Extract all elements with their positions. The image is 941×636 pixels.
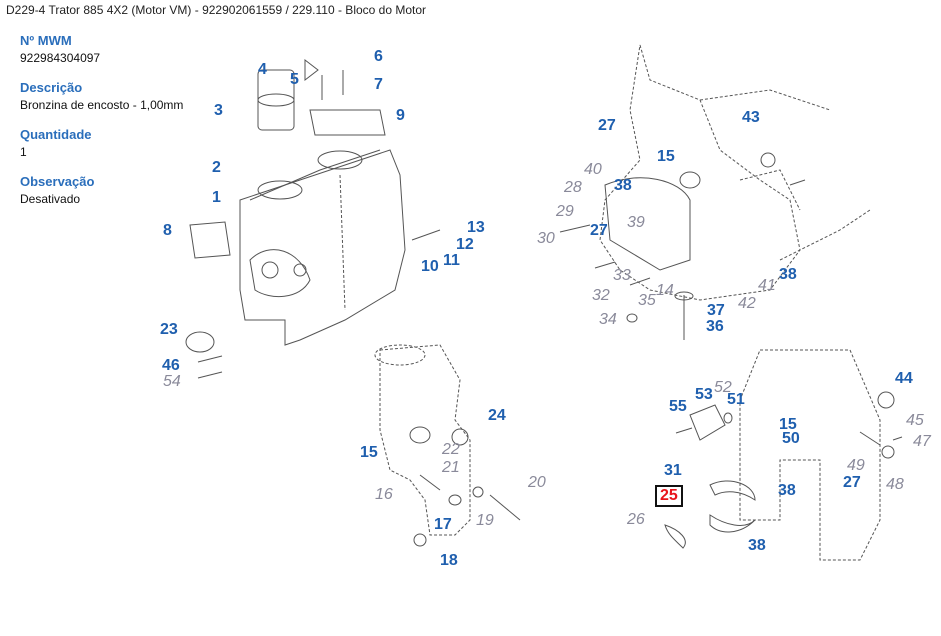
callout-26[interactable]: 26	[627, 511, 645, 528]
callout-27[interactable]: 27	[598, 117, 616, 134]
callout-37[interactable]: 37	[707, 302, 725, 319]
callout-30[interactable]: 30	[537, 230, 555, 247]
callout-55[interactable]: 55	[669, 398, 687, 415]
callout-25-selected[interactable]: 25	[655, 485, 683, 507]
page-title: D229-4 Trator 885 4X2 (Motor VM) - 92290…	[6, 3, 427, 17]
description-value: Bronzina de encosto - 1,00mm	[20, 98, 184, 112]
rear-block-drawing	[739, 349, 881, 561]
callout-44[interactable]: 44	[895, 370, 913, 387]
callout-36[interactable]: 36	[706, 318, 724, 335]
callout-23[interactable]: 23	[160, 321, 178, 338]
callout-32[interactable]: 32	[592, 287, 610, 304]
mwm-label: Nº MWM	[20, 33, 72, 48]
callout-28[interactable]: 28	[564, 179, 582, 196]
callout-52[interactable]: 52	[714, 379, 732, 396]
callout-1[interactable]: 1	[212, 189, 221, 206]
callout-27c[interactable]: 27	[843, 474, 861, 491]
callout-48[interactable]: 48	[886, 476, 904, 493]
callout-18[interactable]: 18	[440, 552, 458, 569]
callout-41[interactable]: 41	[758, 277, 776, 294]
quantity-value: 1	[20, 145, 27, 159]
callout-21[interactable]: 21	[442, 459, 460, 476]
observation-label: Observação	[20, 174, 95, 189]
callout-31[interactable]: 31	[664, 462, 682, 479]
callout-17[interactable]: 17	[434, 516, 452, 533]
callout-8[interactable]: 8	[163, 222, 172, 239]
callout-50[interactable]: 50	[782, 430, 800, 447]
callout-4[interactable]: 4	[258, 61, 267, 78]
callout-10[interactable]: 10	[421, 258, 439, 275]
callout-24[interactable]: 24	[488, 407, 506, 424]
callout-33[interactable]: 33	[613, 267, 631, 284]
callout-5[interactable]: 5	[290, 71, 299, 88]
callout-2[interactable]: 2	[212, 159, 221, 176]
callout-15[interactable]: 15	[657, 148, 675, 165]
callout-29[interactable]: 29	[556, 203, 574, 220]
mwm-value: 922984304097	[20, 51, 101, 65]
callout-49[interactable]: 49	[847, 457, 865, 474]
callout-16[interactable]: 16	[375, 486, 393, 503]
observation-value: Desativado	[20, 192, 81, 206]
callout-51[interactable]: 51	[727, 391, 745, 408]
callout-20[interactable]: 20	[528, 474, 546, 491]
engine-block-drawing	[185, 58, 441, 379]
oil-pump-drawing	[374, 344, 471, 536]
callout-15c[interactable]: 15	[779, 416, 797, 433]
callout-38d[interactable]: 38	[748, 537, 766, 554]
callout-38c[interactable]: 38	[778, 482, 796, 499]
callout-6[interactable]: 6	[374, 48, 383, 65]
quantity-label: Quantidade	[20, 127, 92, 142]
callout-11[interactable]: 11	[443, 252, 460, 269]
callout-19[interactable]: 19	[476, 512, 494, 529]
part-info-panel: Nº MWM 922984304097 Descrição Bronzina d…	[20, 32, 220, 220]
callout-46[interactable]: 46	[162, 357, 180, 374]
description-label: Descrição	[20, 80, 83, 95]
front-case-drawing	[599, 44, 871, 301]
callout-43[interactable]: 43	[742, 109, 760, 126]
callout-13[interactable]: 13	[467, 219, 485, 236]
callout-35[interactable]: 35	[638, 292, 656, 309]
callout-27b[interactable]: 27	[590, 222, 608, 239]
callout-54[interactable]: 54	[163, 373, 181, 390]
callout-40[interactable]: 40	[584, 161, 602, 178]
callout-9[interactable]: 9	[396, 107, 405, 124]
callout-22[interactable]: 22	[442, 441, 460, 458]
callout-7[interactable]: 7	[374, 76, 383, 93]
callout-12[interactable]: 12	[456, 236, 474, 253]
callout-45[interactable]: 45	[906, 412, 924, 429]
callout-39[interactable]: 39	[627, 214, 645, 231]
callout-38[interactable]: 38	[614, 177, 632, 194]
callout-3[interactable]: 3	[214, 102, 223, 119]
callout-53[interactable]: 53	[695, 386, 713, 403]
callout-15b[interactable]: 15	[360, 444, 378, 461]
callout-34[interactable]: 34	[599, 311, 617, 328]
callout-42[interactable]: 42	[738, 295, 756, 312]
callout-47[interactable]: 47	[913, 433, 931, 450]
callout-38b[interactable]: 38	[779, 266, 797, 283]
callout-14[interactable]: 14	[656, 282, 674, 299]
